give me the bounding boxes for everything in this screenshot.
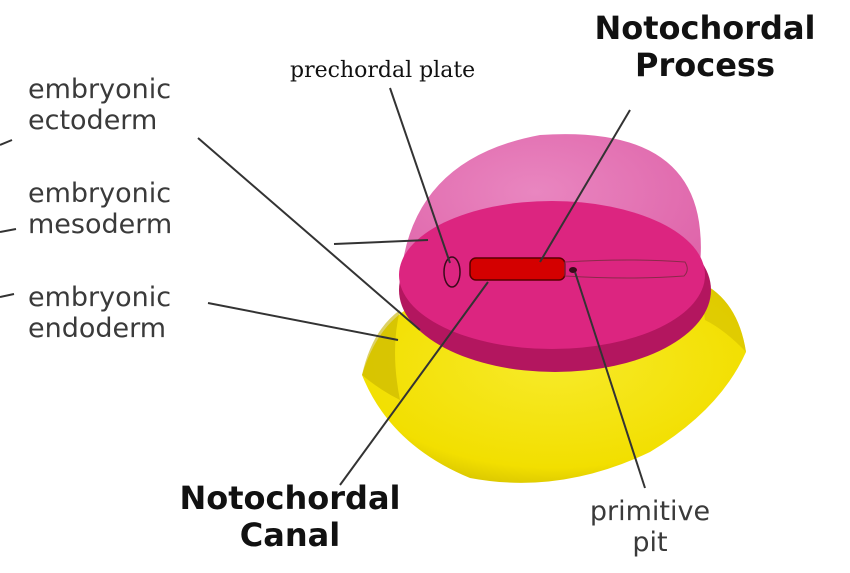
label-prechordal-plate: prechordal plate	[290, 58, 475, 83]
leader-mesoderm-tail	[0, 229, 16, 232]
label-primitive-pit: primitive pit	[560, 496, 740, 558]
notochordal-process-bar	[470, 258, 565, 280]
label-endoderm-line2: endoderm	[28, 313, 171, 344]
label-ectoderm-line2: ectoderm	[28, 105, 171, 136]
leader-endoderm-tail	[0, 294, 14, 297]
label-mesoderm: embryonic mesoderm	[28, 178, 172, 240]
label-endoderm-line1: embryonic	[28, 282, 171, 313]
label-notochordal-canal-line1: Notochordal	[140, 480, 440, 517]
label-primitive-pit-line2: pit	[560, 527, 740, 558]
leader-ectoderm	[198, 138, 420, 330]
leader-ectoderm-tail	[0, 140, 12, 145]
label-notochordal-process: Notochordal Process	[560, 10, 850, 84]
label-mesoderm-line1: embryonic	[28, 178, 172, 209]
label-notochordal-process-line2: Process	[560, 47, 850, 84]
label-notochordal-process-line1: Notochordal	[560, 10, 850, 47]
label-primitive-pit-line1: primitive	[560, 496, 740, 527]
label-ectoderm: embryonic ectoderm	[28, 74, 171, 136]
label-mesoderm-line2: mesoderm	[28, 209, 172, 240]
label-notochordal-canal-line2: Canal	[140, 517, 440, 554]
leader-endoderm	[208, 303, 398, 340]
label-endoderm: embryonic endoderm	[28, 282, 171, 344]
label-ectoderm-line1: embryonic	[28, 74, 171, 105]
label-notochordal-canal: Notochordal Canal	[140, 480, 440, 554]
